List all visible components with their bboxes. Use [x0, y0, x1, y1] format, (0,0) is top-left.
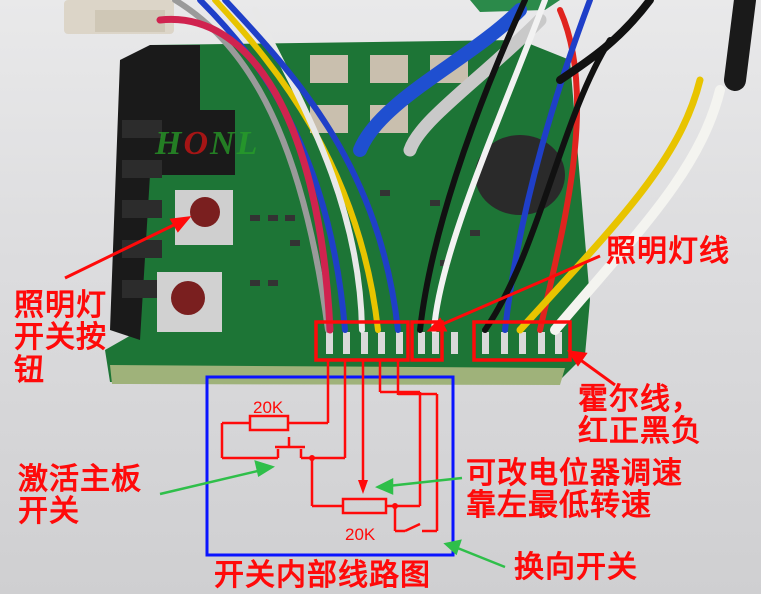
diagram-title-label: 开关内部线路图 [214, 558, 431, 593]
red-arrows [64, 216, 616, 387]
pcb-board [105, 40, 590, 385]
light-button-label: 照明灯 开关按 钮 [14, 288, 107, 388]
light-wire-label: 照明灯线 [606, 234, 730, 269]
brand-watermark: HONL [155, 125, 260, 162]
green-arrows [159, 460, 506, 569]
switch-circuit-diagram [220, 360, 439, 533]
hall-pads-box [472, 320, 572, 362]
activate-switch-label: 激活主板 开关 [18, 462, 142, 530]
reverse-switch-label: 换向开关 [514, 550, 638, 585]
potentiometer-label: 可改电位器调速 靠左最低转速 [466, 456, 683, 524]
potentiometer-value-label: 20K [345, 525, 376, 544]
circuit-diagram-frame [205, 375, 455, 557]
push-button-2 [157, 272, 222, 332]
light-wire-pads-box [410, 320, 444, 362]
hall-wire-label: 霍尔线， 红正黑负 [578, 382, 702, 450]
resistor-value-label: 20K [253, 398, 284, 417]
heatsink [110, 45, 235, 340]
